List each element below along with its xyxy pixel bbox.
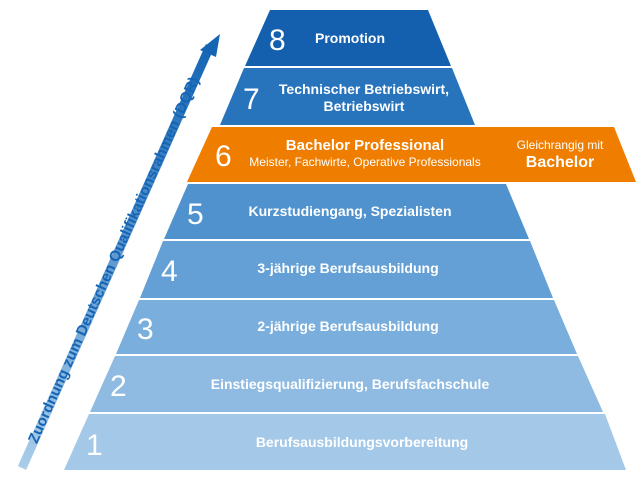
- level-7-label-line1: Technischer Betriebswirt,: [279, 81, 449, 97]
- level-8-number: 8: [269, 24, 286, 57]
- level-7: 7 Technischer Betriebswirt, Betriebswirt: [220, 68, 475, 125]
- level-6-band: [187, 127, 636, 182]
- level-8-band: [245, 10, 451, 66]
- level-2-number: 2: [110, 370, 127, 403]
- level-6-side-note-line2: Bachelor: [526, 154, 594, 171]
- level-4: 4 3-jährige Berufsausbildung: [140, 241, 553, 298]
- level-4-label: 3-jährige Berufsausbildung: [257, 260, 438, 276]
- level-2-band: [90, 356, 603, 412]
- level-1-label: Berufsausbildungsvorbereitung: [256, 434, 468, 450]
- level-2: 2 Einstiegsqualifizierung, Berufsfachsch…: [90, 356, 603, 412]
- level-6: 6 Bachelor Professional Meister, Fachwir…: [187, 127, 636, 182]
- level-2-label: Einstiegsqualifizierung, Berufsfachschul…: [211, 376, 490, 392]
- level-3-band: [116, 300, 577, 354]
- level-3: 3 2-jährige Berufsausbildung: [116, 300, 577, 354]
- level-3-label: 2-jährige Berufsausbildung: [257, 318, 438, 334]
- level-6-side-note-line1: Gleichrangig mit: [517, 138, 604, 152]
- level-3-number: 3: [137, 313, 154, 346]
- dqr-arrow: [17, 34, 220, 470]
- level-6-number: 6: [215, 140, 232, 173]
- level-4-band: [140, 241, 553, 298]
- level-5: 5 Kurzstudiengang, Spezialisten: [164, 184, 529, 239]
- level-7-label-line2: Betriebswirt: [324, 98, 405, 114]
- level-1-band: [64, 414, 626, 470]
- level-1-number: 1: [86, 429, 103, 462]
- level-6-label: Bachelor Professional: [286, 137, 444, 154]
- level-4-number: 4: [161, 255, 178, 288]
- dqr-arrow-shaft: [17, 44, 215, 470]
- level-5-label: Kurzstudiengang, Spezialisten: [248, 203, 451, 219]
- level-6-sublabel: Meister, Fachwirte, Operative Profession…: [249, 155, 480, 169]
- dqr-arrow-head: [200, 34, 220, 57]
- level-7-band: [220, 68, 475, 125]
- level-8-label: Promotion: [315, 30, 385, 46]
- level-8: 8 Promotion: [245, 10, 451, 66]
- level-1: 1 Berufsausbildungsvorbereitung: [64, 414, 626, 470]
- level-7-number: 7: [243, 83, 260, 116]
- level-5-number: 5: [187, 198, 204, 231]
- level-5-band: [164, 184, 529, 239]
